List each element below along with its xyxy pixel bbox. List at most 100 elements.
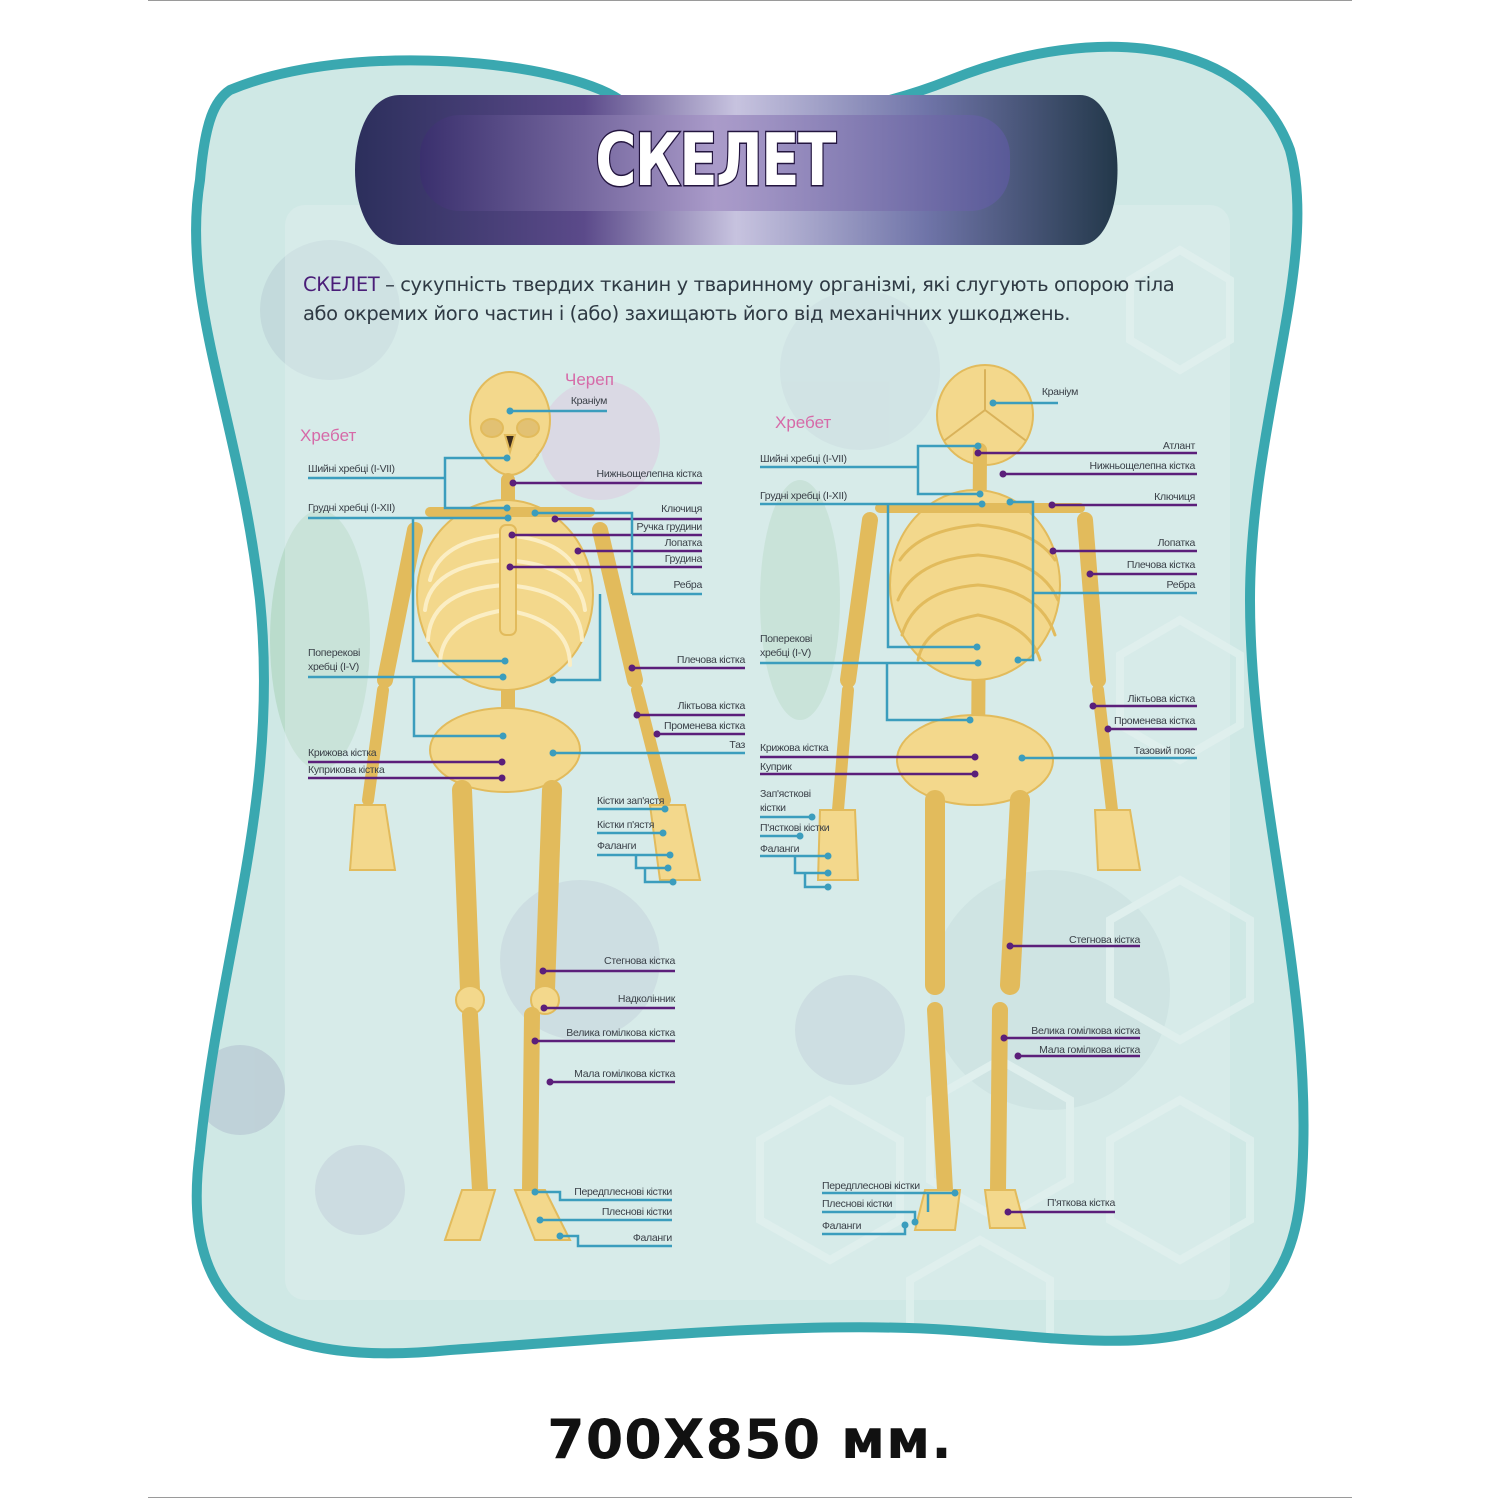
- back-label-callout: Краніум: [989, 386, 1078, 407]
- bone-label: Фаланги: [760, 843, 800, 855]
- leader-dot: [664, 864, 672, 872]
- bone-label: Краніум: [571, 395, 607, 407]
- leader-dot: [999, 470, 1007, 478]
- bone-label: Шийні хребці (I-VII): [760, 453, 847, 465]
- bottom-divider: [148, 1497, 1352, 1498]
- bone-label: Краніум: [1042, 386, 1078, 398]
- bone-label: Атлант: [1163, 440, 1196, 452]
- bone-label-line: кістки: [760, 802, 786, 814]
- leader-dot: [669, 878, 677, 886]
- leader-dot: [951, 1189, 959, 1197]
- bone-label-line: Плеснові кістки: [822, 1198, 893, 1210]
- bone-label: Кістки зап'ястя: [597, 795, 664, 807]
- leader-dot: [989, 399, 997, 407]
- bone-label-line: Тазовий пояс: [1134, 745, 1195, 757]
- leader-dot: [498, 758, 506, 766]
- bone-label-line: Кістки зап'ястя: [597, 795, 664, 807]
- size-note: 700X850 мм.: [547, 1408, 953, 1471]
- bone-label-line: Нижньощелепна кістка: [597, 468, 703, 480]
- leader-dot: [628, 664, 636, 672]
- leader-dot: [911, 1218, 919, 1226]
- back-label-callout: Ліктьова кістка: [1089, 693, 1197, 710]
- bone-label-line: Передплеснові кістки: [574, 1186, 672, 1198]
- leader-dot: [504, 514, 512, 522]
- front-label-callout: Фаланги: [556, 1232, 673, 1248]
- leader-dot: [796, 832, 804, 840]
- bone-label: Променева кістка: [664, 720, 745, 732]
- front-label-callout: Стегнова кістка: [539, 955, 676, 975]
- leader-dot: [508, 531, 516, 539]
- leader-dot: [531, 509, 539, 517]
- bone-label-line: Шийні хребці (I-VII): [760, 453, 847, 465]
- bone-label-line: Плечова кістка: [1127, 559, 1196, 571]
- back-label-callout: Мала гомілкова кістка: [1014, 1044, 1141, 1060]
- leader-dot: [1049, 547, 1057, 555]
- bone-label-line: Ключиця: [661, 503, 702, 515]
- bone-label-line: Грудні хребці (I-XII): [308, 502, 395, 514]
- leader-dot: [549, 749, 557, 757]
- leader-dot: [509, 479, 517, 487]
- front-label-callout: Плечова кістка: [628, 654, 746, 672]
- bone-label-line: П'яткова кістка: [1047, 1197, 1115, 1209]
- bone-label: Передплеснові кістки: [822, 1180, 920, 1192]
- leader-dot: [824, 883, 832, 891]
- bone-label-line: Ручка грудини: [636, 521, 702, 533]
- leader-dot: [506, 563, 514, 571]
- leader-dot: [551, 515, 559, 523]
- bone-label-line: Ребра: [674, 579, 703, 591]
- leader-dot: [1086, 570, 1094, 578]
- leader-dot: [633, 711, 641, 719]
- leader-dot: [974, 449, 982, 457]
- bone-label-line: Фаланги: [760, 843, 800, 855]
- bone-label-line: хребці (I-V): [308, 661, 359, 673]
- leader-dot: [539, 967, 547, 975]
- leader-dot: [808, 813, 816, 821]
- bone-label-line: Фаланги: [822, 1220, 862, 1232]
- back-label-callout: Нижньощелепна кістка: [999, 460, 1197, 478]
- leader-line: [803, 873, 828, 889]
- back-label-callout: Передплеснові кістки: [822, 1180, 959, 1212]
- bone-label: Тазовий пояс: [1134, 745, 1195, 757]
- leader-dot: [1006, 942, 1014, 950]
- bone-label: Стегнова кістка: [1069, 934, 1140, 946]
- back-label-callout: Грудні хребці (I-XII): [760, 490, 986, 651]
- back-label-callout: П'яткова кістка: [1004, 1197, 1116, 1216]
- bone-label-line: Краніум: [1042, 386, 1078, 398]
- bone-label: Куприкова кістка: [308, 764, 385, 776]
- bone-label: Ключиця: [1154, 491, 1195, 503]
- leader-line: [443, 456, 507, 510]
- bone-label: Грудні хребці (I-XII): [760, 490, 847, 502]
- leader-line: [560, 1234, 672, 1248]
- leader-dot: [1006, 498, 1014, 506]
- bone-label: Ребра: [674, 579, 703, 591]
- back-skeleton: [816, 364, 1142, 1231]
- bone-label: Фаланги: [597, 840, 637, 852]
- bone-label: Нижньощелепна кістка: [1090, 460, 1196, 472]
- bone-label: Мала гомілкова кістка: [574, 1068, 675, 1080]
- front-section-headers: Череп Хребет Хребет: [300, 370, 831, 445]
- front-label-callout: Ліктьова кістка: [633, 700, 746, 719]
- bone-label-line: Таз: [729, 739, 745, 751]
- bone-label-line: Надколінник: [618, 993, 676, 1005]
- leader-line: [535, 1190, 672, 1202]
- bone-label: Ключиця: [661, 503, 702, 515]
- front-label-callout: Таз: [549, 739, 746, 757]
- bone-label: Плеснові кістки: [822, 1198, 893, 1210]
- bone-label-line: Ліктьова кістка: [1128, 693, 1196, 705]
- leader-dot: [1014, 656, 1022, 664]
- bone-label-line: Фаланги: [597, 840, 637, 852]
- leader-dot: [971, 770, 979, 778]
- leader-dot: [501, 657, 509, 665]
- front-skeleton: [348, 371, 702, 1241]
- leader-dot: [901, 1221, 909, 1229]
- front-label-callout: Кістки п'ястя: [597, 819, 667, 837]
- top-divider: [148, 0, 1352, 1]
- bone-label-line: Мала гомілкова кістка: [1039, 1044, 1140, 1056]
- leader-line: [411, 518, 505, 663]
- bone-label: Лопатка: [1158, 537, 1196, 549]
